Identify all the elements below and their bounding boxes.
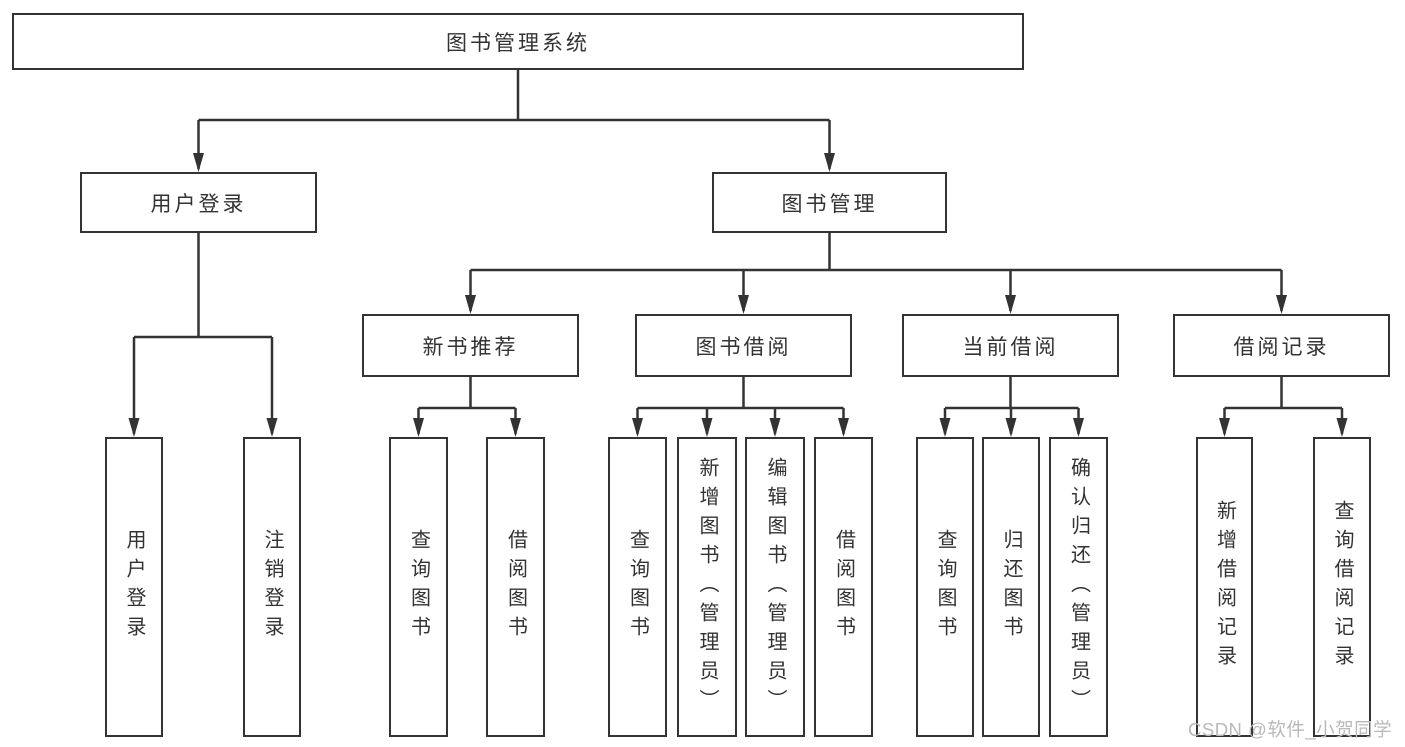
arrowheads bbox=[128, 153, 1348, 437]
edge-root-to-level2 bbox=[197, 70, 831, 169]
node-ul-user-login: 用户登录 bbox=[105, 437, 163, 737]
node-book-mgmt: 图书管理 bbox=[712, 172, 947, 233]
edge-book-mgmt-to-level3 bbox=[469, 233, 1283, 311]
node-user-login: 用户登录 bbox=[80, 172, 317, 233]
edge-new-book-rec-to-children bbox=[417, 377, 517, 434]
node-current-borrow-label: 当前借阅 bbox=[962, 335, 1059, 359]
node-bb-query-books-label: 查询图书 bbox=[626, 529, 649, 645]
node-current-borrow: 当前借阅 bbox=[902, 314, 1119, 377]
node-cb-confirm-return-admin-label: 确认归还（管理员） bbox=[1067, 456, 1090, 718]
node-br-add-record: 新增借阅记录 bbox=[1196, 437, 1253, 737]
node-cb-return-books: 归还图书 bbox=[982, 437, 1040, 737]
node-nbr-borrow-books: 借阅图书 bbox=[486, 437, 545, 737]
node-bb-edit-books-admin: 编辑图书（管理员） bbox=[745, 437, 805, 737]
node-nbr-borrow-books-label: 借阅图书 bbox=[504, 529, 527, 645]
node-cb-return-books-label: 归还图书 bbox=[1000, 529, 1022, 645]
watermark: CSDN @软件_小贺同学 bbox=[1188, 719, 1393, 740]
node-br-add-record-label: 新增借阅记录 bbox=[1213, 500, 1236, 674]
node-br-query-record-label: 查询借阅记录 bbox=[1331, 500, 1353, 674]
node-ul-logout: 注销登录 bbox=[243, 437, 301, 737]
edge-book-borrow-to-children bbox=[636, 377, 845, 434]
node-borrow-records: 借阅记录 bbox=[1173, 314, 1390, 377]
edge-borrow-records-to-children bbox=[1223, 377, 1344, 434]
edge-user-login-to-children bbox=[132, 233, 274, 434]
node-bb-edit-books-admin-label: 编辑图书（管理员） bbox=[764, 456, 786, 718]
node-user-login-label: 用户登录 bbox=[150, 192, 247, 216]
node-new-book-rec: 新书推荐 bbox=[362, 314, 579, 377]
node-bb-query-books: 查询图书 bbox=[608, 437, 667, 737]
node-book-borrow-label: 图书借阅 bbox=[695, 335, 792, 359]
node-bb-add-books-admin: 新增图书（管理员） bbox=[677, 437, 737, 737]
node-bb-add-books-admin-label: 新增图书（管理员） bbox=[696, 456, 718, 718]
node-cb-query-books: 查询图书 bbox=[916, 437, 974, 737]
node-root-label: 图书管理系统 bbox=[446, 31, 590, 55]
node-cb-query-books-label: 查询图书 bbox=[934, 529, 956, 645]
node-nbr-query-books: 查询图书 bbox=[389, 437, 448, 737]
node-br-query-record: 查询借阅记录 bbox=[1313, 437, 1371, 737]
node-bb-borrow-books-label: 借阅图书 bbox=[832, 529, 855, 645]
node-new-book-rec-label: 新书推荐 bbox=[422, 335, 519, 359]
node-bb-borrow-books: 借阅图书 bbox=[814, 437, 873, 737]
node-borrow-records-label: 借阅记录 bbox=[1233, 335, 1330, 359]
node-ul-logout-label: 注销登录 bbox=[261, 529, 283, 645]
node-nbr-query-books-label: 查询图书 bbox=[407, 529, 430, 645]
node-cb-confirm-return-admin: 确认归还（管理员） bbox=[1049, 437, 1108, 737]
node-root: 图书管理系统 bbox=[12, 13, 1024, 70]
node-book-mgmt-label: 图书管理 bbox=[781, 192, 878, 216]
node-book-borrow: 图书借阅 bbox=[635, 314, 852, 377]
node-ul-user-login-label: 用户登录 bbox=[123, 529, 145, 645]
